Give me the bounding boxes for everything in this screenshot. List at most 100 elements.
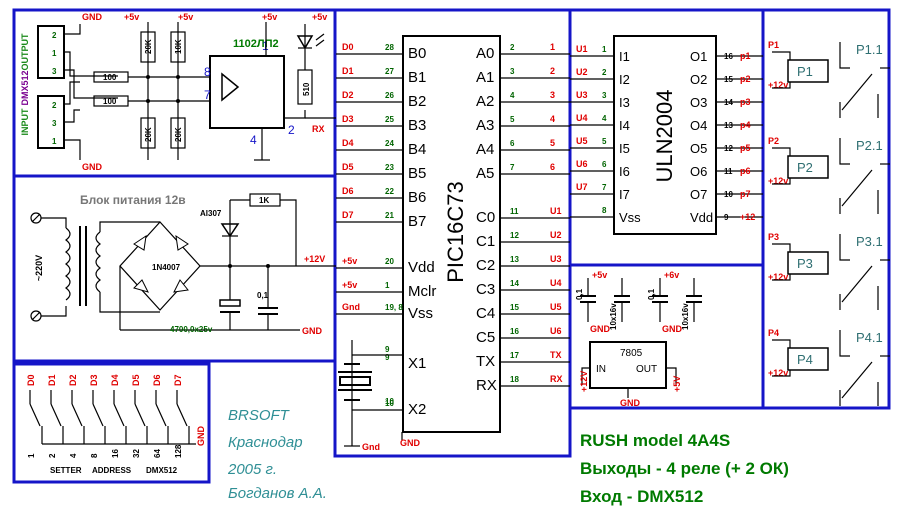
- relay-contact-label: P2.1: [856, 138, 883, 153]
- conn-pin: 1: [52, 49, 57, 58]
- pic-right-net: 3: [550, 90, 555, 100]
- uln-input: I5: [619, 141, 630, 156]
- pic-pin-tx: TX: [476, 353, 495, 370]
- relay-coil: [787, 347, 829, 371]
- conn-pin: 3: [52, 119, 57, 128]
- uln-out-pin: 15: [724, 75, 733, 84]
- reg-cap-gnd: GND: [662, 324, 683, 334]
- dmx-caption: DMX512: [146, 466, 178, 475]
- relay-contact-label: P1.1: [856, 42, 883, 57]
- r-100-b: 100: [103, 97, 117, 106]
- setter-weight: 4: [69, 453, 78, 458]
- pic-pin-a3: A3: [476, 117, 494, 134]
- relay-coil: [787, 155, 829, 179]
- psu-cap-small: 0,1: [257, 291, 269, 300]
- uln-out-pin: 16: [724, 52, 733, 61]
- uln-in-net: U1: [576, 44, 588, 54]
- relay-supply: +12v: [768, 272, 788, 282]
- uln-out-net: p6: [740, 166, 751, 176]
- uln-out-net: p7: [740, 189, 751, 199]
- pic-right-pin-number: 5: [510, 115, 515, 124]
- pic-right-net: U5: [550, 302, 562, 312]
- setter-data-label: D2: [68, 374, 78, 386]
- uln-in-net: U6: [576, 159, 588, 169]
- relay-contact-wire: [839, 330, 850, 357]
- pic-pin-b2: B2: [408, 93, 426, 110]
- pic-left-net: D1: [342, 66, 354, 76]
- relay-coil-label: P2: [797, 160, 813, 175]
- setter-switch: [155, 403, 167, 427]
- psu-cap-main: 4700,0x25v: [170, 325, 213, 334]
- reg-cap-value: 10x16v: [681, 303, 690, 330]
- reg-cap-supply: +5v: [592, 270, 607, 280]
- rx-pin-2: 2: [288, 123, 295, 137]
- uln-out-net: p1: [740, 51, 751, 61]
- relay-coil-label: P1: [797, 64, 813, 79]
- pic-left-pin-number: 25: [385, 115, 394, 124]
- reg-in: IN: [596, 364, 606, 375]
- pic-left-pin-number: 23: [385, 163, 394, 172]
- pic-right-pin-number: 11: [510, 207, 519, 216]
- relay-contact-label: P4.1: [856, 330, 883, 345]
- uln-output: Vdd: [690, 210, 713, 225]
- uln-in-pin: 5: [602, 137, 607, 146]
- pic-pin-b3: B3: [408, 117, 426, 134]
- dmx-5v-3: +5v: [262, 12, 277, 22]
- pic-right-pin-number: 15: [510, 303, 519, 312]
- uln-out-pin: 14: [724, 98, 733, 107]
- pic-right-pin-number: 13: [510, 255, 519, 264]
- relay-net: P1: [768, 40, 779, 50]
- psu-bridge: 1N4007: [152, 263, 181, 272]
- crystal-pin-top: 9: [385, 345, 390, 354]
- uln-input: I6: [619, 164, 630, 179]
- uln-input: I4: [619, 118, 630, 133]
- dmx-5v-4: +5v: [312, 12, 327, 22]
- dmx-gnd-bottom: GND: [82, 162, 103, 172]
- pic-right-pin-number: 16: [510, 327, 519, 336]
- relay-wire: [772, 274, 791, 281]
- relay-wire: [772, 370, 791, 377]
- relay-contact-blade: [841, 265, 873, 303]
- author-line-4: Богданов А.А.: [228, 485, 327, 502]
- pic-right-net: U4: [550, 278, 562, 288]
- dmx-gnd-top: GND: [82, 12, 103, 22]
- pic-pin-mclr: Mclr: [408, 283, 436, 300]
- reg-cap-gnd: GND: [590, 324, 611, 334]
- dmx-input-block: [12, 8, 337, 178]
- setter-data-label: D4: [110, 374, 120, 386]
- uln-chip-body: [613, 35, 717, 235]
- pic-right-pin-number: 4: [510, 91, 515, 100]
- pic-pin-c5: C5: [476, 329, 495, 346]
- uln-in-pin: 1: [602, 45, 607, 54]
- uln-out-net: p5: [740, 143, 751, 153]
- crystal-pin-bottom: 10: [385, 397, 394, 406]
- pic-pin-b0: B0: [408, 45, 426, 62]
- pic-right-net: U2: [550, 230, 562, 240]
- crystal: 9 10 Gnd: [338, 340, 403, 452]
- r-10k: 10K: [174, 39, 183, 54]
- pic-right-net: U3: [550, 254, 562, 264]
- dmx-connector-label: DMX512: [20, 70, 30, 105]
- dmx-output-label: OUTPUT: [20, 33, 30, 71]
- uln-out-pin: 10: [724, 190, 733, 199]
- setter-switch: [71, 403, 83, 427]
- uln-out-pin: 11: [724, 167, 733, 176]
- pic-left-pin-number: 1: [385, 281, 390, 290]
- psu-mains: ~220V: [34, 255, 44, 281]
- r-20k-c: 20K: [174, 127, 183, 142]
- reg-cap-value: 0,1: [647, 288, 656, 300]
- setter-weight: 1: [27, 453, 36, 458]
- reg-out: OUT: [636, 364, 657, 375]
- pic-pin-a0: A0: [476, 45, 494, 62]
- relay-supply: +12v: [768, 368, 788, 378]
- pic-right-net: TX: [550, 350, 562, 360]
- setter-weight: 64: [153, 449, 162, 458]
- pic-pin-b4: B4: [408, 141, 426, 158]
- setter-switch: [113, 403, 125, 427]
- uln-input: I1: [619, 49, 630, 64]
- pic-pin-c0: C0: [476, 209, 495, 226]
- setter-data-label: D7: [173, 374, 183, 386]
- dmx-5v-2: +5v: [178, 12, 193, 22]
- pic-right-pin-number: 7: [510, 163, 515, 172]
